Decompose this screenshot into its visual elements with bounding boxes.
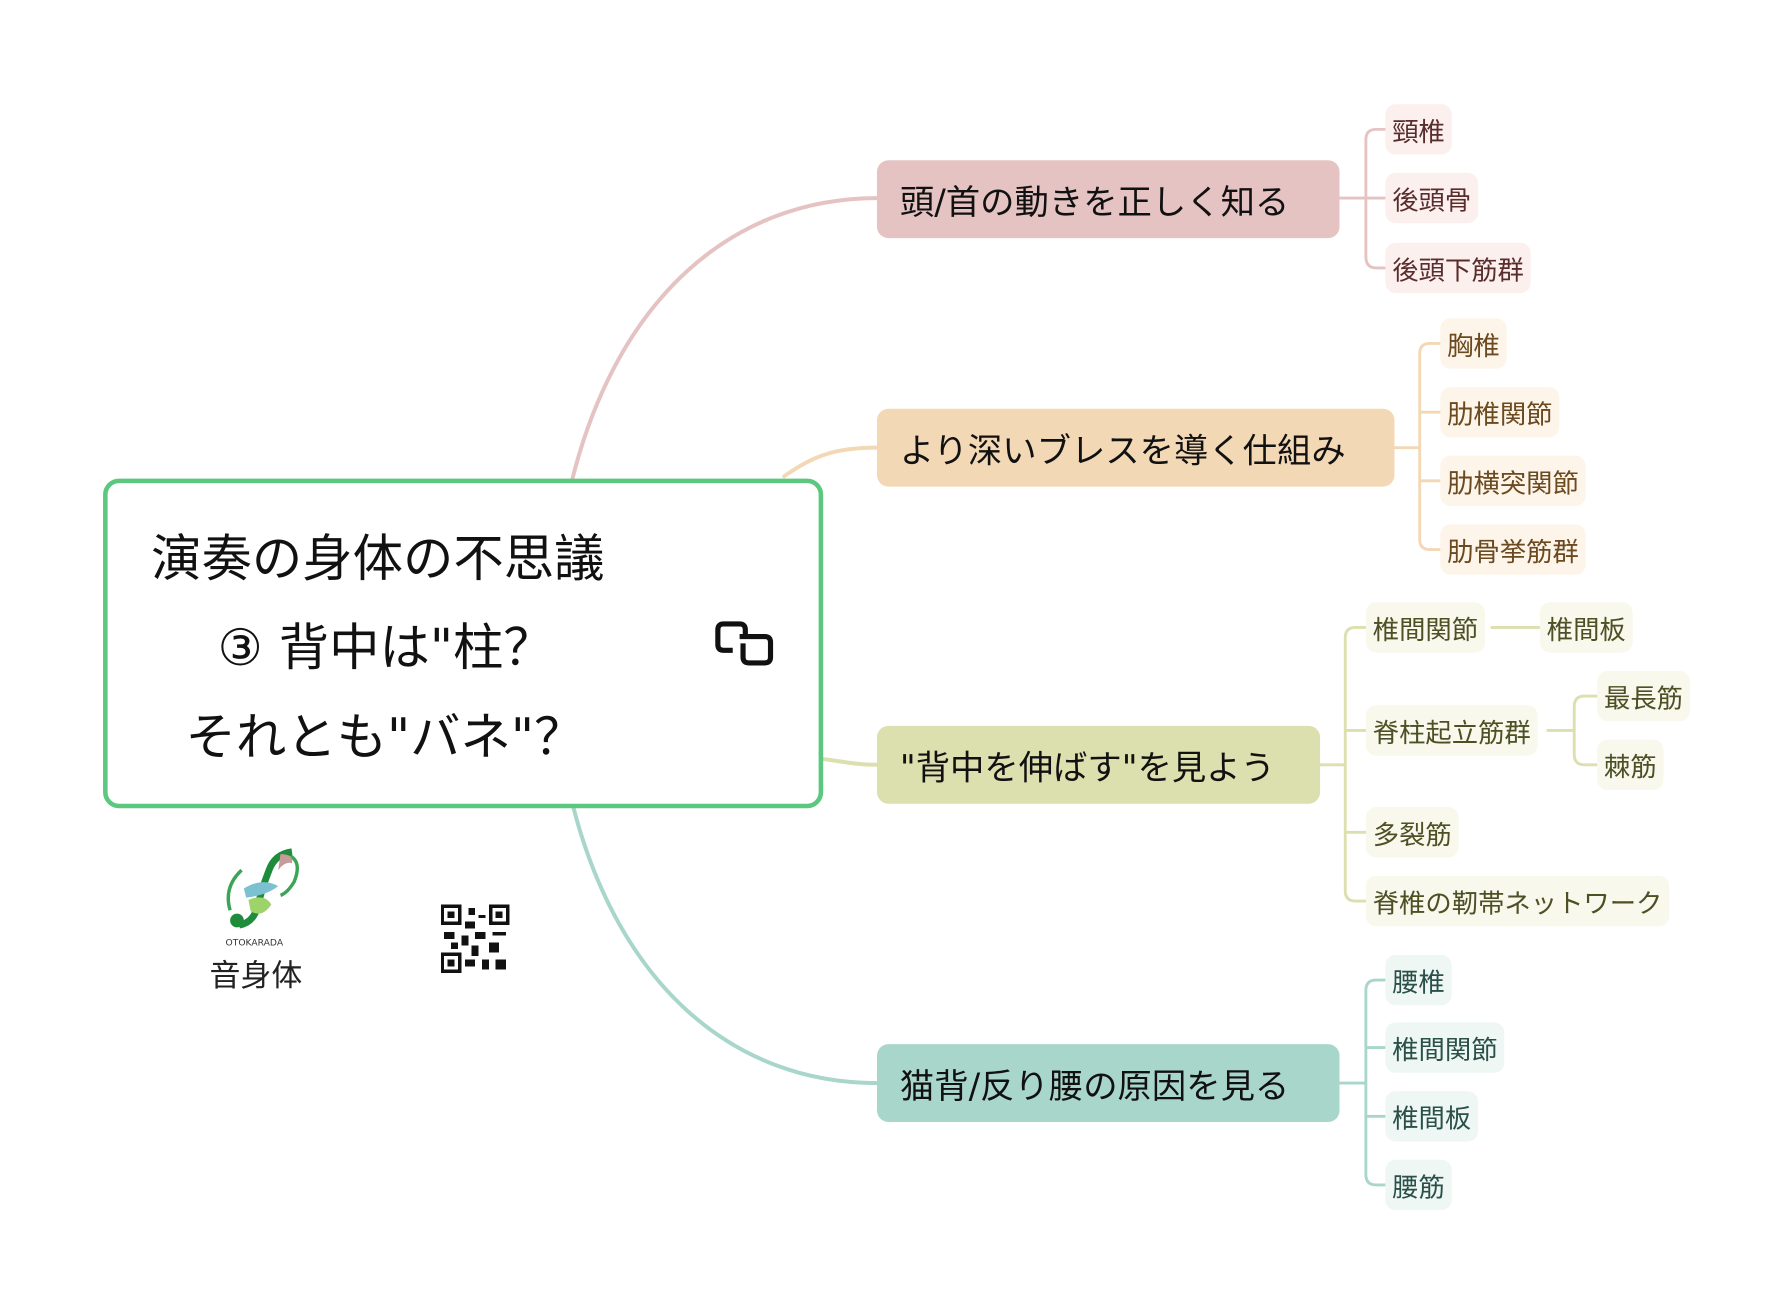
leaf-costovertebral-joint[interactable]: 肋椎関節	[1440, 386, 1560, 438]
branch-head-neck[interactable]: 頭/首の動きを正しく知る	[876, 160, 1340, 239]
central-topic[interactable]: 演奏の身体の不思議 ③ 背中は"柱？ それとも"バネ"？	[103, 478, 824, 809]
connector-branch-4	[570, 801, 879, 1086]
central-title-line-1: 演奏の身体の不思議	[151, 530, 605, 589]
connector-branch-1	[570, 196, 879, 481]
leaf-spinal-ligament-network[interactable]: 脊椎の靭帯ネットワーク	[1365, 875, 1670, 927]
central-title-line-3: それとも"バネ"？	[185, 708, 585, 768]
leaf-levatores-costarum[interactable]: 肋骨挙筋群	[1440, 524, 1586, 575]
link-icon[interactable]	[714, 621, 774, 667]
logo-subtitle: OTOKARADA	[225, 937, 284, 948]
branch-deep-breath[interactable]: より深いブレスを導く仕組み	[876, 408, 1395, 487]
qr-code-icon[interactable]	[440, 904, 510, 974]
connector-branch-2	[782, 445, 879, 479]
branch-stretch-back[interactable]: "背中を伸ばす"を見よう	[876, 725, 1321, 804]
central-title-line-2: ③ 背中は"柱？	[217, 619, 554, 678]
leaf-psoas[interactable]: 腰筋	[1385, 1159, 1452, 1211]
branch-posture-causes[interactable]: 猫背/反り腰の原因を見る	[876, 1044, 1340, 1123]
connector-branch-3	[814, 755, 879, 767]
leaf-costotransverse-joint[interactable]: 肋横突関節	[1440, 455, 1586, 507]
leaf-suboccipital-muscles[interactable]: 後頭下筋群	[1385, 242, 1531, 294]
leaf-intervertebral-disc-lumbar[interactable]: 椎間板	[1385, 1091, 1479, 1142]
leaf-multifidus[interactable]: 多裂筋	[1365, 807, 1459, 858]
leaf-facet-joint[interactable]: 椎間関節	[1365, 602, 1485, 653]
otokarada-logo: OTOKARADA 音身体	[210, 847, 315, 994]
leaf-occipital-bone[interactable]: 後頭骨	[1385, 172, 1479, 224]
leaf-longissimus[interactable]: 最長筋	[1597, 670, 1690, 722]
leaf-lumbar-vertebrae[interactable]: 腰椎	[1385, 954, 1452, 1006]
leaf-thoracic-vertebrae[interactable]: 胸椎	[1440, 318, 1507, 369]
leaf-erector-spinae[interactable]: 脊柱起立筋群	[1365, 705, 1538, 756]
leaf-spinalis[interactable]: 棘筋	[1597, 739, 1664, 790]
logo-name: 音身体	[209, 958, 303, 994]
leaf-intervertebral-disc[interactable]: 椎間板	[1539, 602, 1633, 653]
leaf-facet-joint-lumbar[interactable]: 椎間関節	[1385, 1022, 1505, 1073]
treble-clef-logo-icon	[226, 848, 299, 929]
leaf-cervical-vertebrae[interactable]: 頸椎	[1385, 104, 1452, 155]
